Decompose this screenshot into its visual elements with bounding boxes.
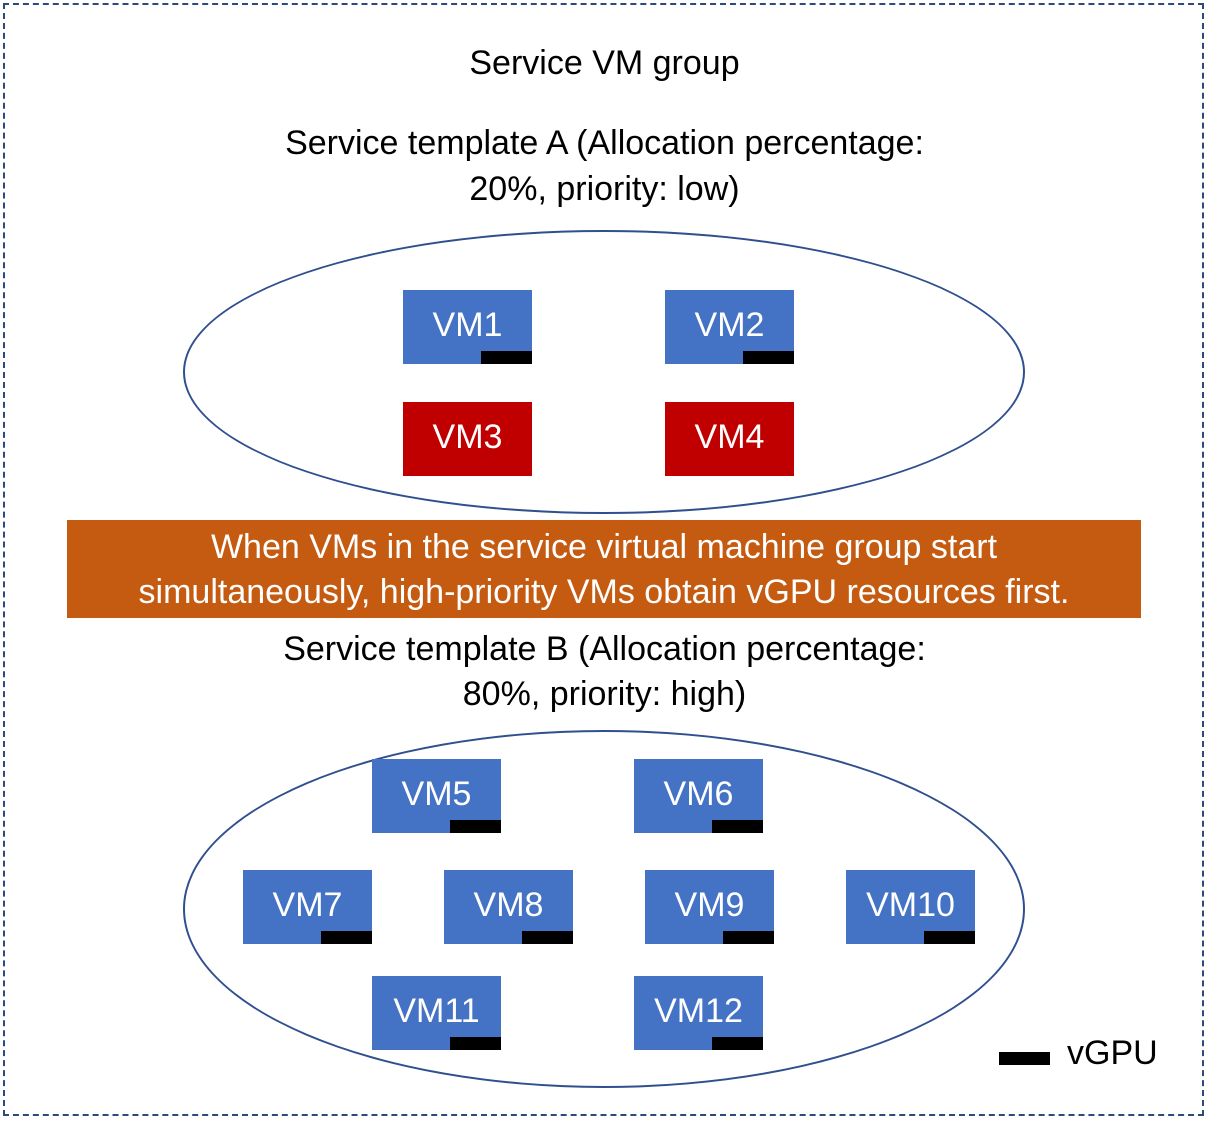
vm-label: VM7 xyxy=(272,886,343,924)
vm-label: VM11 xyxy=(393,992,480,1030)
vm-label: VM5 xyxy=(401,775,472,813)
outer-dashed-frame xyxy=(3,3,1204,1116)
vgpu-indicator xyxy=(450,820,501,833)
vm-box-vm12: VM12 xyxy=(634,976,763,1050)
vm-label: VM3 xyxy=(432,418,503,456)
vgpu-indicator xyxy=(522,931,573,944)
vm-box-vm9: VM9 xyxy=(645,870,774,944)
template-a-ellipse xyxy=(183,230,1025,514)
vm-label: VM2 xyxy=(694,306,765,344)
group-title: Service VM group xyxy=(469,44,740,82)
vm-box-vm1: VM1 xyxy=(403,290,532,364)
template-b-heading-line1: Service template B (Allocation percentag… xyxy=(283,630,926,668)
vgpu-indicator xyxy=(712,820,763,833)
vgpu-indicator xyxy=(924,931,975,944)
legend-vgpu-label: vGPU xyxy=(1067,1034,1158,1072)
vm-box-vm8: VM8 xyxy=(444,870,573,944)
vm-box-vm3: VM3 xyxy=(403,402,532,476)
priority-banner: When VMs in the service virtual machine … xyxy=(67,520,1141,618)
vm-box-vm4: VM4 xyxy=(665,402,794,476)
vgpu-indicator xyxy=(723,931,774,944)
vm-box-vm7: VM7 xyxy=(243,870,372,944)
vm-box-vm5: VM5 xyxy=(372,759,501,833)
vm-label: VM12 xyxy=(654,992,743,1030)
vm-label: VM10 xyxy=(866,886,955,924)
template-a-heading-line1: Service template A (Allocation percentag… xyxy=(285,124,924,162)
vm-label: VM6 xyxy=(663,775,734,813)
vm-label: VM4 xyxy=(694,418,765,456)
vm-label: VM8 xyxy=(473,886,544,924)
vgpu-indicator xyxy=(321,931,372,944)
legend-vgpu-swatch xyxy=(999,1052,1050,1065)
vgpu-indicator xyxy=(481,351,532,364)
vm-box-vm11: VM11 xyxy=(372,976,501,1050)
template-b-heading-line2: 80%, priority: high) xyxy=(462,675,747,713)
vm-label: VM1 xyxy=(432,306,503,344)
vm-box-vm2: VM2 xyxy=(665,290,794,364)
vgpu-indicator xyxy=(450,1037,501,1050)
vm-label: VM9 xyxy=(674,886,745,924)
template-a-heading-line2: 20%, priority: low) xyxy=(469,170,740,208)
banner-line1: When VMs in the service virtual machine … xyxy=(210,528,998,566)
template-b-ellipse xyxy=(183,730,1025,1088)
vm-box-vm10: VM10 xyxy=(846,870,975,944)
vgpu-indicator xyxy=(743,351,794,364)
vm-box-vm6: VM6 xyxy=(634,759,763,833)
vgpu-indicator xyxy=(712,1037,763,1050)
banner-line2: simultaneously, high-priority VMs obtain… xyxy=(138,573,1070,611)
